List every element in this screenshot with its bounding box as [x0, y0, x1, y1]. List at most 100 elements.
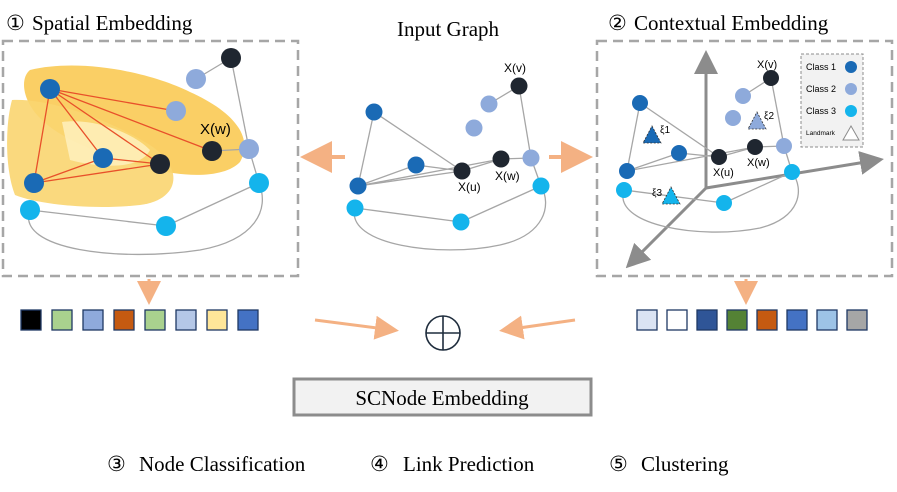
class-legend: Class 1 Class 2 Class 3 Landmark [800, 53, 864, 148]
embedding-cell [113, 309, 135, 331]
contextual-graph-nodes [616, 70, 800, 211]
graph-node [452, 213, 470, 231]
graph-node [40, 79, 60, 99]
legend-swatch-class3 [845, 105, 857, 117]
graph-node-xw [747, 139, 763, 155]
task-clustering: ⑤ Clustering [609, 452, 729, 476]
legend-label-class2: Class 2 [806, 84, 836, 94]
embedding-cell [82, 309, 104, 331]
embedding-cell [756, 309, 778, 331]
spatial-label: Spatial Embedding [32, 11, 193, 35]
graph-node [150, 154, 170, 174]
graph-node [725, 110, 741, 126]
spatial-embedding-vector [20, 309, 259, 331]
graph-node [156, 216, 176, 236]
input-graph-title: Input Graph [397, 17, 500, 41]
graph-node [93, 148, 113, 168]
task-label: Clustering [641, 452, 729, 476]
spatial-nodes [20, 48, 269, 236]
task-node-classification: ③ Node Classification [107, 452, 306, 476]
graph-node [671, 145, 687, 161]
task-number: ④ [370, 452, 389, 476]
contextual-embedding-vector [636, 309, 868, 331]
scnode-embedding-box [292, 377, 593, 417]
landmark-triangle [642, 125, 662, 144]
input-node-label-xw: X(w) [495, 169, 520, 183]
spatial-red-edges [33, 88, 213, 184]
contextual-label: Contextual Embedding [634, 11, 829, 35]
spatial-title: ① Spatial Embedding [6, 11, 193, 35]
contextual-graph-edges [622, 77, 800, 233]
landmark-label: ξ2 [764, 111, 774, 122]
graph-node-xu [453, 162, 471, 180]
embedding-cell [206, 309, 228, 331]
embedding-cell [816, 309, 838, 331]
graph-node [249, 173, 269, 193]
input-graph-nodes [346, 77, 550, 231]
graph-node [632, 95, 648, 111]
graph-node [407, 156, 425, 174]
contextual-number: ② [608, 11, 627, 35]
graph-node [776, 138, 792, 154]
graph-node-xv [510, 77, 528, 95]
embedding-cell [144, 309, 166, 331]
graph-node [532, 177, 550, 195]
graph-node-xu [711, 149, 727, 165]
scnode-embedding-label: SCNode Embedding [355, 386, 529, 410]
spatial-panel-border [1, 39, 300, 278]
graph-node [784, 164, 800, 180]
legend-label-class3: Class 3 [806, 106, 836, 116]
task-number: ⑤ [609, 452, 628, 476]
arrow-spatial-to-combine [314, 315, 399, 340]
contextual-title: ② Contextual Embedding [608, 11, 829, 35]
contextual-node-label-xw: X(w) [747, 157, 770, 169]
embedding-cell [666, 309, 688, 331]
contextual-panel-border [595, 39, 894, 278]
spatial-node-label-xw: X(w) [200, 121, 231, 138]
task-label: Link Prediction [403, 452, 535, 476]
input-graph-edges [353, 85, 547, 251]
legend-swatch-class2 [845, 83, 857, 95]
landmark-3: ξ3 [652, 186, 681, 205]
graph-node [465, 119, 483, 137]
landmark-label: ξ1 [660, 125, 670, 136]
task-number: ③ [107, 452, 126, 476]
graph-node [619, 163, 635, 179]
embedding-cell [726, 309, 748, 331]
spatial-number: ① [6, 11, 25, 35]
graph-node [221, 48, 241, 68]
input-node-label-xv: X(v) [504, 61, 526, 75]
legend-swatch-landmark [842, 124, 860, 141]
legend-label-class1: Class 1 [806, 62, 836, 72]
graph-node [480, 95, 498, 113]
landmark-1: ξ1 [642, 125, 670, 144]
task-link-prediction: ④ Link Prediction [370, 452, 535, 476]
contextual-node-label-xv: X(v) [757, 59, 777, 71]
graph-node [716, 195, 732, 211]
graph-node-xv [763, 70, 779, 86]
graph-node [365, 103, 383, 121]
graph-node [24, 173, 44, 193]
graph-node-xw [492, 150, 510, 168]
arrow-contextual-to-combine [499, 315, 576, 340]
landmark-triangle [747, 111, 767, 130]
landmark-triangle [661, 186, 681, 205]
graph-node [522, 149, 540, 167]
graph-node [20, 200, 40, 220]
graph-node [166, 101, 186, 121]
graph-node [616, 182, 632, 198]
embedding-cell [786, 309, 808, 331]
embedding-cell [51, 309, 73, 331]
embedding-cell [237, 309, 259, 331]
embedding-cell [175, 309, 197, 331]
embedding-cell [20, 309, 42, 331]
graph-node [239, 139, 259, 159]
graph-node-xw [202, 141, 222, 161]
graph-node [346, 199, 364, 217]
graph-node [186, 69, 206, 89]
embedding-cell [636, 309, 658, 331]
landmark-2: ξ2 [747, 111, 774, 130]
embedding-cell [696, 309, 718, 331]
legend-label-landmark: Landmark [806, 130, 836, 137]
